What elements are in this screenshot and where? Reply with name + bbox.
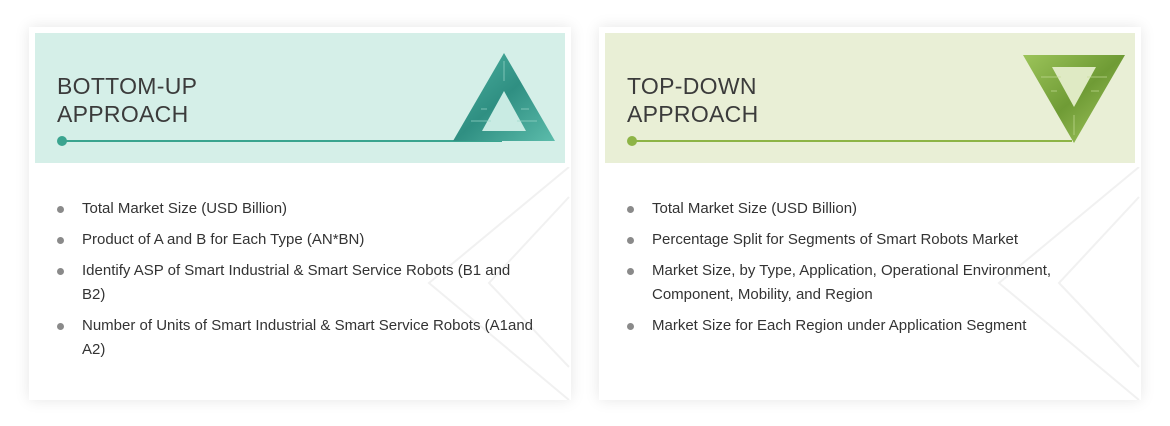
bullet-dot — [627, 206, 634, 213]
bullet-dot — [627, 237, 634, 244]
bullet-dot — [627, 323, 634, 330]
list-item: Product of A and B for Each Type (AN*BN) — [57, 228, 537, 252]
triangle-up-icon — [453, 53, 555, 141]
list-item: Market Size, by Type, Application, Opera… — [627, 259, 1107, 307]
header-rule-line — [632, 140, 1072, 142]
list-item: Percentage Split for Segments of Smart R… — [627, 228, 1107, 252]
bullet-dot — [57, 323, 64, 330]
list-item: Total Market Size (USD Billion) — [57, 197, 537, 221]
top-down-title-line2: APPROACH — [627, 101, 759, 127]
list-item: Total Market Size (USD Billion) — [627, 197, 1107, 221]
top-down-header: TOP-DOWN APPROACH — [605, 33, 1135, 163]
triangle-down-icon — [1023, 55, 1125, 143]
top-down-list: Total Market Size (USD Billion) Percenta… — [627, 197, 1107, 345]
list-item: Number of Units of Smart Industrial & Sm… — [57, 314, 537, 362]
top-down-card: TOP-DOWN APPROACH Total Market Size (USD… — [599, 27, 1141, 400]
decorative-chevrons — [427, 167, 570, 400]
bottom-up-header: BOTTOM-UP APPROACH — [35, 33, 565, 163]
header-rule-dot — [57, 136, 67, 146]
header-rule-line — [62, 140, 502, 142]
bottom-up-title-line2: APPROACH — [57, 101, 189, 127]
bottom-up-card: BOTTOM-UP APPROACH Total Market Size (US… — [29, 27, 571, 400]
bottom-up-title-line1: BOTTOM-UP — [57, 73, 198, 99]
list-item: Identify ASP of Smart Industrial & Smart… — [57, 259, 537, 307]
bullet-dot — [627, 268, 634, 275]
bullet-dot — [57, 237, 64, 244]
decorative-chevrons — [997, 167, 1140, 400]
top-down-title-line1: TOP-DOWN — [627, 73, 757, 99]
top-down-title: TOP-DOWN APPROACH — [627, 72, 758, 128]
bullet-dot — [57, 268, 64, 275]
list-item: Market Size for Each Region under Applic… — [627, 314, 1107, 338]
header-rule-dot — [627, 136, 637, 146]
bottom-up-title: BOTTOM-UP APPROACH — [57, 72, 197, 128]
bullet-dot — [57, 206, 64, 213]
bottom-up-list: Total Market Size (USD Billion) Product … — [57, 197, 537, 369]
